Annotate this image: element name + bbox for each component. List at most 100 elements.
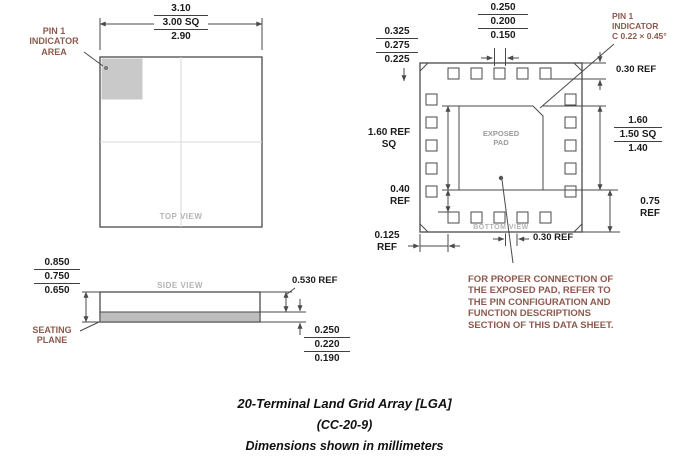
- leader-line: [286, 287, 296, 295]
- leader-line: [501, 179, 514, 264]
- pin1-dot: [104, 66, 108, 70]
- side-view-drawing: [79, 287, 306, 335]
- terminal-pad: [564, 162, 577, 175]
- dim-value: 1.60: [628, 115, 648, 126]
- overall-height-dim: 0.850 0.750 0.650: [34, 256, 80, 297]
- pad-width-dim: 0.250 0.200 0.150: [478, 1, 528, 42]
- dim-value: 3.10: [171, 3, 191, 14]
- figure-package-code: (CC-20-9): [316, 418, 373, 432]
- terminal-pad: [425, 185, 438, 198]
- corner-mark: [419, 62, 429, 72]
- terminal-pad: [425, 93, 438, 106]
- pad-length-dim-label: 0.30 REF: [533, 232, 574, 243]
- terminal-pad: [564, 139, 577, 152]
- pad-clearance-dim-label: 0.40 REF: [380, 184, 420, 207]
- corner-mark: [573, 223, 583, 233]
- dim-value: 0.750: [34, 269, 80, 283]
- note-line: THE PIN CONFIGURATION AND: [468, 296, 611, 308]
- dim-value: 0.150: [478, 28, 528, 42]
- side-view-label: SIDE VIEW: [157, 281, 203, 290]
- dim-value: 0.250: [314, 325, 340, 336]
- pin1-indicator-area: [101, 58, 143, 100]
- note-line: SECTION OF THIS DATA SHEET.: [468, 319, 614, 331]
- exposed-pad-label: EXPOSED PAD: [472, 129, 530, 147]
- terminal-pad: [539, 211, 552, 224]
- leader-line: [79, 321, 100, 332]
- corner-mark: [419, 223, 429, 233]
- terminal-pad: [470, 67, 483, 80]
- terminal-pad: [516, 211, 529, 224]
- pin1-indicator-label: PIN 1 INDICATOR C 0.22 × 0.45°: [612, 11, 688, 41]
- terminal-pad: [564, 185, 577, 198]
- label-line: C 0.22 × 0.45°: [612, 30, 667, 41]
- terminal-pad: [493, 211, 506, 224]
- bottom-corner-dim-label: 0.75 REF: [632, 196, 668, 219]
- body-height-dim-label: 0.530 REF: [292, 275, 338, 286]
- bottom-view-body: [419, 62, 583, 233]
- dim-value: 0.275: [376, 38, 418, 52]
- dim-value: 0.190: [304, 351, 350, 365]
- dim-value: 1.40: [614, 141, 662, 155]
- dim-value: REF: [640, 207, 660, 219]
- terminal-pad: [516, 67, 529, 80]
- dim-value: 3.00 SQ: [154, 15, 208, 29]
- dim-value: 0.250: [490, 2, 516, 13]
- exposed-pad-note: FOR PROPER CONNECTION OF THE EXPOSED PAD…: [468, 274, 663, 331]
- label-line: PLANE: [36, 335, 68, 346]
- label-line: AREA: [41, 46, 67, 57]
- note-line: THE EXPOSED PAD, REFER TO: [468, 285, 611, 297]
- terminal-pad: [539, 67, 552, 80]
- top-view-drawing: [83, 18, 263, 228]
- dim-value: 0.650: [34, 283, 80, 297]
- leader-line: [539, 43, 615, 109]
- label-line: SEATING: [32, 325, 72, 335]
- dim-value: 0.75: [640, 196, 660, 207]
- dim-value: REF: [377, 241, 397, 253]
- terminal-pad: [470, 211, 483, 224]
- label-line: INDICATOR: [29, 36, 79, 47]
- leader-line: [83, 51, 104, 67]
- dim-value: 0.225: [376, 52, 418, 66]
- dim-value: 1.60 REF: [367, 127, 411, 138]
- terminal-pad: [447, 67, 460, 80]
- label-line: PAD: [493, 137, 509, 147]
- top-view-label: TOP VIEW: [159, 212, 203, 221]
- exposed-pad-size-dim: 1.60 1.50 SQ 1.40: [614, 114, 662, 155]
- seating-plane-label: SEATING PLANE: [22, 325, 82, 346]
- terminal-pad: [447, 211, 460, 224]
- terminal-pad: [493, 67, 506, 80]
- edge-offset-dim-label: 0.125 REF: [366, 230, 408, 253]
- label-line: PIN 1: [612, 11, 634, 21]
- dim-value: 0.40: [390, 184, 410, 195]
- exposed-pad: [458, 105, 544, 191]
- bottom-view-label: BOTTOM VIEW: [473, 224, 529, 231]
- exposed-pad-center-mark: [498, 175, 504, 181]
- figure-title: 20-Terminal Land Grid Array [LGA]: [237, 396, 452, 411]
- dim-value: 2.90: [154, 29, 208, 43]
- corner-pad-dim: 0.325 0.275 0.225: [376, 25, 418, 66]
- dim-value: REF: [390, 195, 410, 207]
- dim-value: 0.125: [374, 230, 400, 241]
- terminal-pad: [425, 139, 438, 152]
- terminal-pad: [564, 93, 577, 106]
- dim-value: SQ: [381, 138, 397, 150]
- dim-value: 0.200: [478, 14, 528, 28]
- note-line: FUNCTION DESCRIPTIONS: [468, 308, 591, 320]
- dim-value: 0.325: [384, 26, 410, 37]
- dim-value: 0.220: [304, 337, 350, 351]
- dim-value: 0.850: [44, 257, 70, 268]
- pin1-indicator-area-label: PIN 1 INDICATOR AREA: [22, 26, 86, 57]
- label-line: PIN 1: [42, 26, 66, 36]
- dim-value: 1.50 SQ: [614, 127, 662, 141]
- terminal-pad: [425, 116, 438, 129]
- edge-gap-dim-label: 0.30 REF: [616, 64, 657, 75]
- note-line: FOR PROPER CONNECTION OF: [468, 274, 614, 285]
- terminal-pad: [425, 162, 438, 175]
- top-view-size-dim: 3.10 3.00 SQ 2.90: [154, 2, 208, 43]
- terminal-pad: [564, 116, 577, 129]
- label-line: INDICATOR: [612, 20, 659, 31]
- label-line: EXPOSED: [482, 129, 520, 138]
- bottom-view-drawing: [401, 43, 620, 264]
